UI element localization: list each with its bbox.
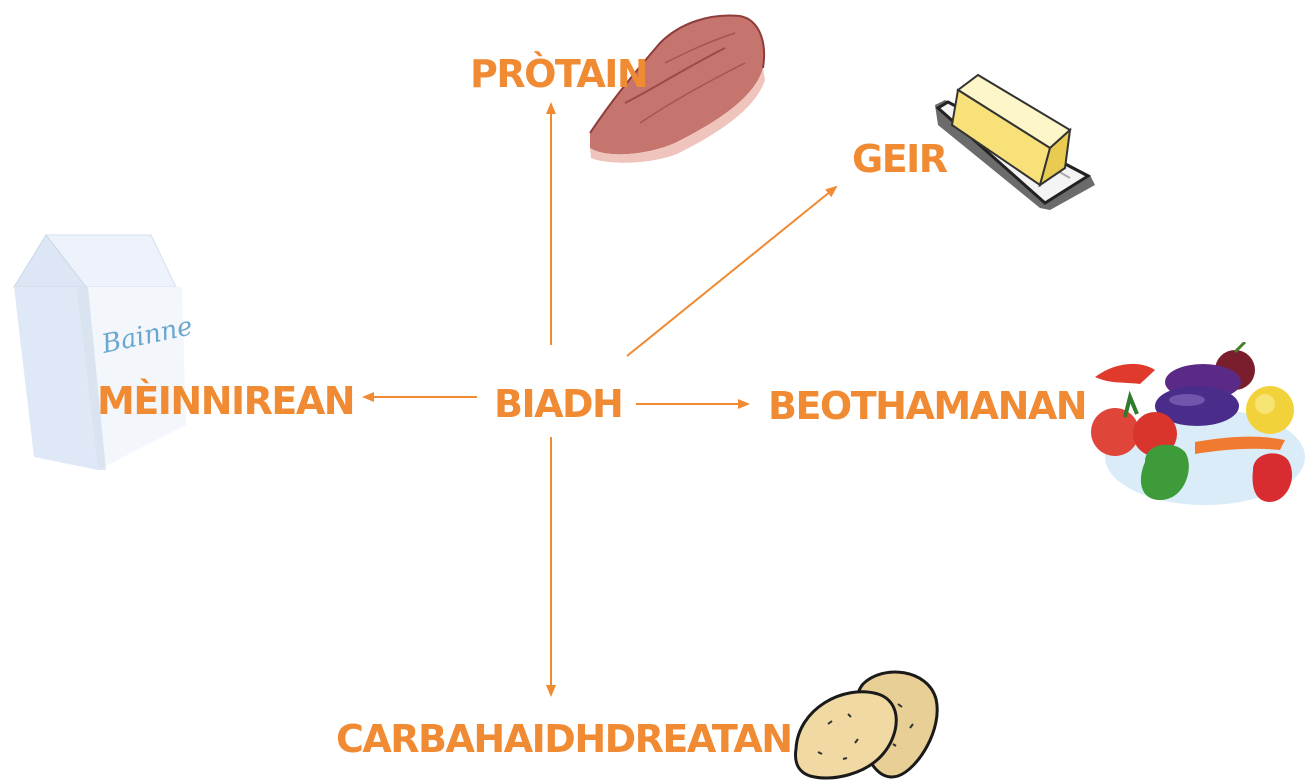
node-label-meinnirean: MÈINNIREAN: [97, 382, 354, 420]
node-label-geir: GEIR: [852, 140, 947, 178]
milk-carton-icon: Bainne: [6, 225, 196, 475]
node-label-carbahaidhdreatan: CARBAHAIDHDREATAN: [336, 720, 792, 758]
node-label-beothamanan: BEOTHAMANAN: [768, 387, 1086, 425]
node-label-protain: PRÒTAIN: [470, 55, 647, 93]
center-label-biadh: BIADH: [494, 385, 622, 423]
arrow-to-geir: [627, 187, 836, 356]
potatoes-icon: [788, 664, 943, 783]
vegetables-icon: [1085, 342, 1314, 510]
butter-icon: [930, 70, 1105, 215]
